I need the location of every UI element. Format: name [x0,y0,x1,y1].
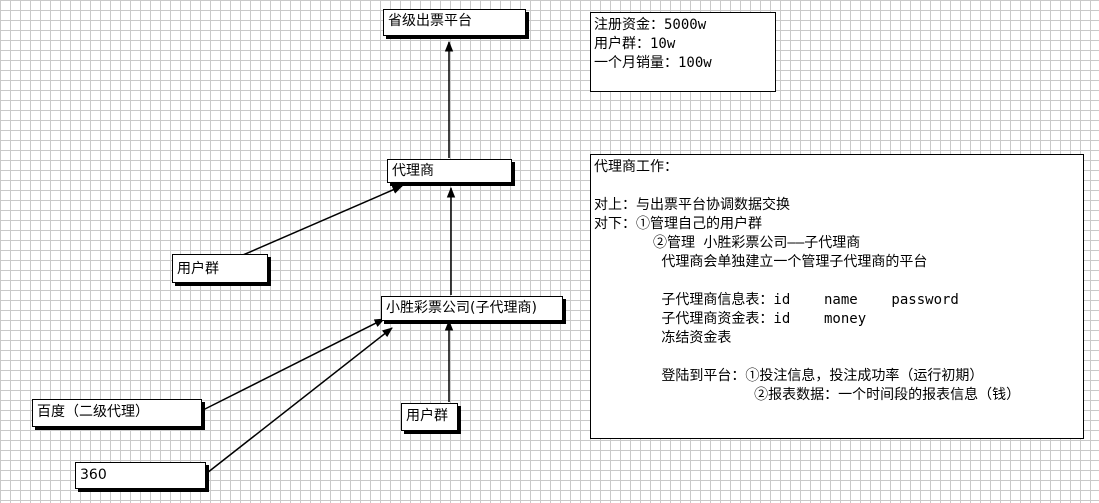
node-label: 360 [80,467,107,483]
note-line: 代理商会单独建立一个管理子代理商的平台 [594,254,928,270]
note-line: 一个月销量：100w [594,55,712,71]
arrow-baidu-to-subagent [202,318,385,411]
arrow-360-to-subagent [206,327,393,474]
node-provincial-platform[interactable]: 省级出票平台 [383,9,526,36]
note-line: 对上：与出票平台协调数据交换 [594,197,790,213]
node-agent[interactable]: 代理商 [387,159,512,183]
node-sub-users[interactable]: 用户群 [401,403,458,431]
note-line: 子代理商资金表：id money [594,311,867,327]
note-line: 用户群：10w [594,36,676,52]
note-line: ②报表数据：一个时间段的报表信息（钱） [594,387,1021,403]
node-360[interactable]: 360 [75,462,206,489]
note-line: 登陆到平台：①投注信息，投注成功率（运行初期） [594,368,984,384]
node-label: 百度（二级代理） [37,404,149,420]
note-line [594,348,1080,367]
note-stats: 注册资金：5000w 用户群：10w 一个月销量：100w [590,12,776,92]
note-line [594,272,1080,291]
note-line: ②管理 小胜彩票公司——子代理商 [594,235,861,251]
node-label: 小胜彩票公司(子代理商) [386,300,537,316]
node-label: 代理商 [392,163,434,179]
node-sub-agent[interactable]: 小胜彩票公司(子代理商) [381,296,563,321]
node-label: 用户群 [177,261,219,277]
note-line [594,177,1080,196]
node-baidu[interactable]: 百度（二级代理） [32,399,202,427]
note-line: 代理商工作： [594,159,678,175]
note-line: 冻结资金表 [594,330,732,346]
note-line: 注册资金：5000w [594,17,707,33]
node-label: 用户群 [406,408,448,424]
note-line: 对下：①管理自己的用户群 [594,216,762,232]
note-line: 子代理商信息表：id name password [594,292,959,308]
arrow-users-to-agent [242,185,403,256]
node-label: 省级出票平台 [388,13,472,29]
node-agent-users[interactable]: 用户群 [172,254,268,283]
note-agent-work: 代理商工作： 对上：与出票平台协调数据交换 对下：①管理自己的用户群 ②管理 小… [590,154,1084,439]
